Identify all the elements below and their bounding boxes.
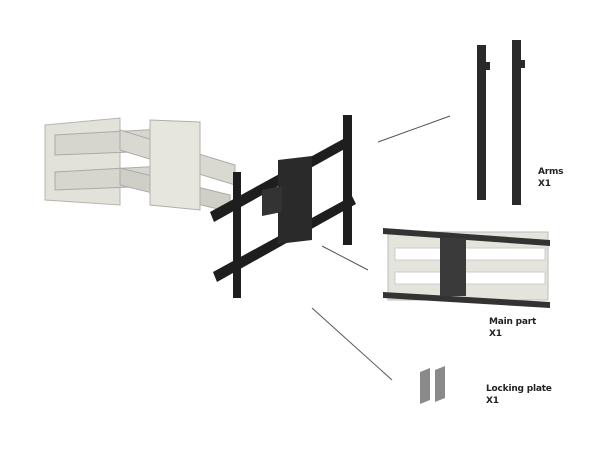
assembled-arm-assembly (44, 117, 236, 213)
leader-line-locking-plate (311, 307, 393, 381)
arms-part-image (477, 40, 525, 205)
leader-lines (311, 115, 451, 381)
part-name: Locking plate (486, 384, 552, 394)
part-label-arms: Arms X1 (538, 166, 564, 190)
part-name: Arms (538, 167, 564, 177)
part-qty: X1 (538, 179, 551, 189)
part-label-locking-plate: Locking plate X1 (486, 383, 552, 407)
part-qty: X1 (489, 329, 502, 339)
leader-line-main-part (321, 245, 369, 271)
part-name: Main part (489, 317, 537, 327)
leader-line-arms (377, 115, 451, 143)
locking-plate-image (420, 366, 445, 404)
part-qty: X1 (486, 396, 499, 406)
main-part-image (383, 228, 550, 308)
part-label-main-part: Main part X1 (489, 316, 536, 340)
assembled-tv-bracket (210, 115, 356, 298)
